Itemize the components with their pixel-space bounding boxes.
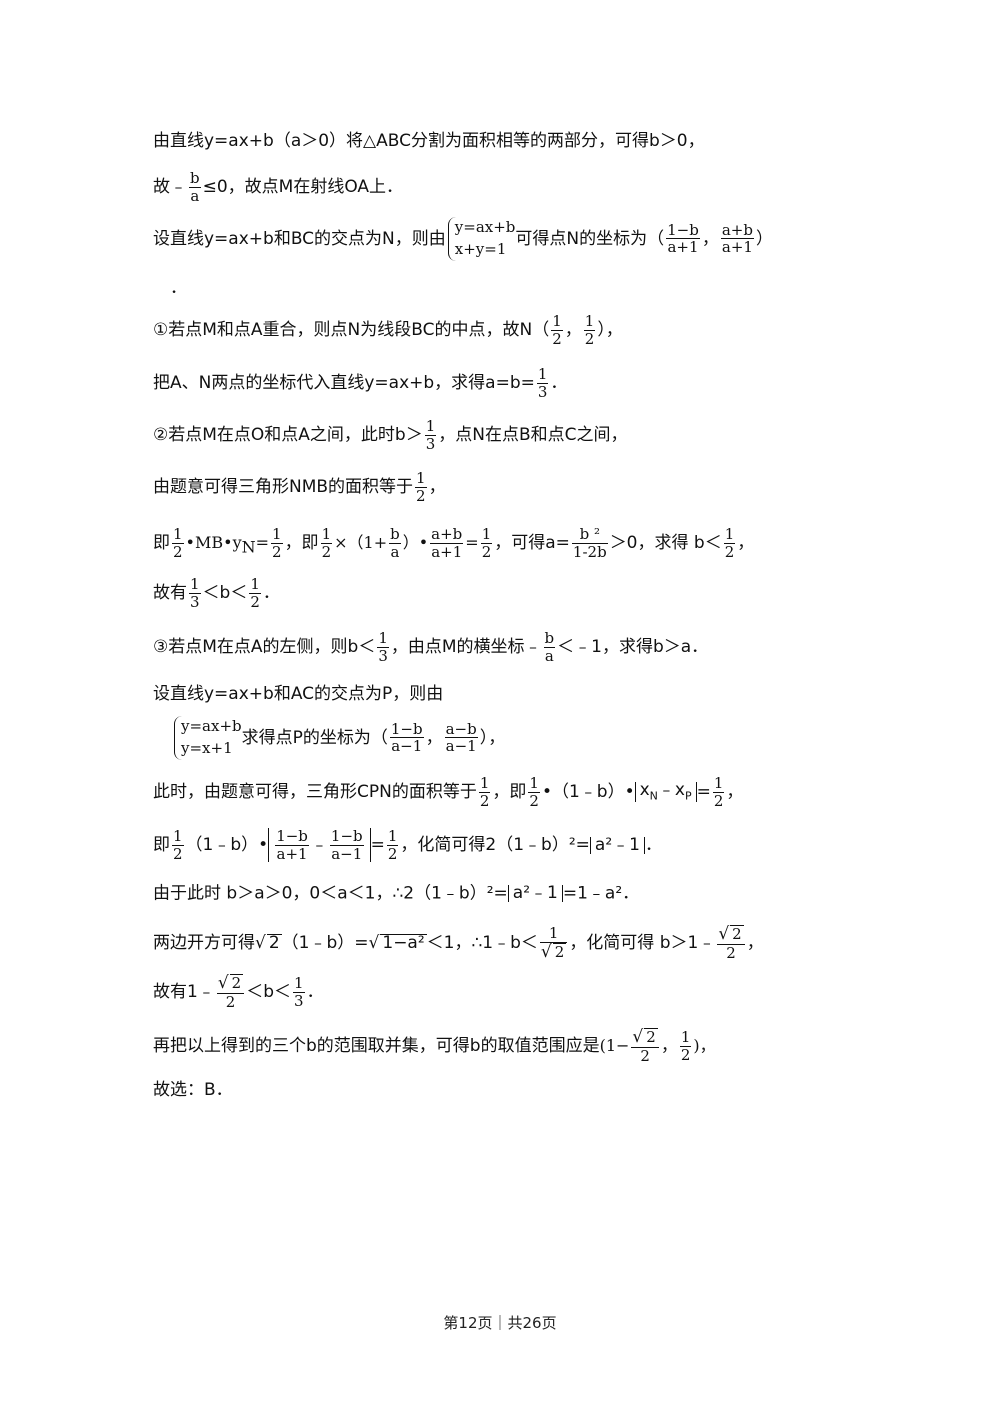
page-number-footer: 第12页｜共26页 [443,1314,557,1332]
text: 故﹣ [153,177,187,197]
text: 由题意可得三角形NMB的面积等于 [153,477,414,497]
absolute-value: a²﹣1 [589,836,645,854]
text: 把A、N两点的坐标代入直线y=ax+b，求得a=b= [153,373,535,393]
sqrt-icon: √ [255,933,266,954]
solution-line-12: 设直线y=ax+b和AC的交点为P，则由 [153,684,444,704]
solution-line-20: 故选：B． [153,1080,233,1100]
text: 设直线y=ax+b和BC的交点为N，则由 [153,228,446,249]
solution-line-17: 两边开方可得√2（1﹣b）=√1−a²＜1，∴1﹣b＜1√2，化简可得 b＞1﹣… [153,924,764,962]
text: ②若点M在点O和点A之间，此时b＞ [153,425,423,445]
absolute-value: xN﹣xP [634,782,697,802]
sqrt-icon: √ [217,973,229,993]
text: ． [170,278,187,298]
solution-line-4: ． [170,280,187,297]
sqrt-icon: √ [540,941,552,962]
text: ≤0，故点M在射线OA上． [202,177,404,197]
sqrt-icon: √ [368,933,380,954]
text: 可得点N的坐标为（ [515,228,665,249]
solution-line-16: 由于此时 b＞a＞0，0＜a＜1，∴2（1﹣b）²=a²﹣1=1﹣a²． [153,883,640,904]
text: 由直线y=ax+b（a＞0）将△ABC分割为面积相等的两部分，可得b＞0， [153,131,705,151]
fraction: 1√2 [539,925,568,962]
text: ①若点M和点A重合，则点N为线段BC的中点，故N（ [153,320,550,340]
sqrt-icon: √ [632,1027,644,1047]
absolute-value: a²﹣1 [507,885,563,902]
sqrt-icon: √ [718,924,730,944]
solution-line-1: 由直线y=ax+b（a＞0）将△ABC分割为面积相等的两部分，可得b＞0， [153,133,705,150]
